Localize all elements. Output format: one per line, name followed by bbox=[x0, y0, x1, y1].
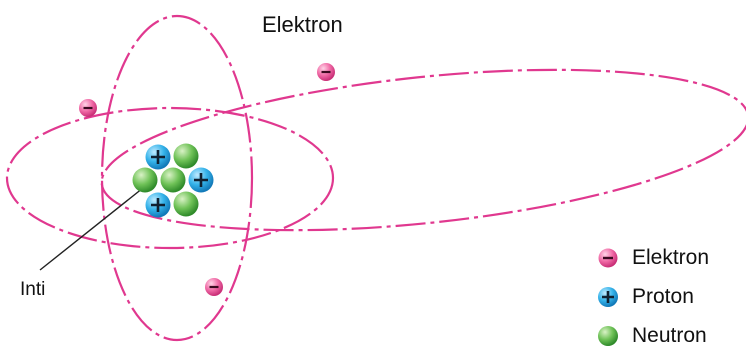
legend-label: Elektron bbox=[632, 246, 710, 269]
electron bbox=[205, 278, 223, 296]
core-pointer-line bbox=[39, 183, 149, 271]
electron bbox=[79, 99, 97, 117]
legend-item-proton: Proton bbox=[597, 284, 694, 310]
electron-label: Elektron bbox=[262, 12, 343, 37]
proton bbox=[188, 167, 214, 193]
proton bbox=[145, 192, 171, 218]
plus-icon bbox=[598, 287, 618, 307]
nucleus bbox=[132, 143, 214, 218]
legend-item-electron: Elektron bbox=[597, 245, 709, 271]
orbit-vertical bbox=[100, 14, 254, 342]
proton bbox=[145, 144, 171, 170]
orbit-horizontal bbox=[5, 106, 335, 250]
core-label: Inti bbox=[20, 279, 46, 300]
neutron bbox=[173, 143, 199, 169]
sphere-icon bbox=[598, 326, 618, 346]
electron bbox=[317, 63, 335, 81]
legend-label: Proton bbox=[632, 285, 694, 308]
neutron bbox=[173, 191, 199, 217]
orbit-long bbox=[100, 68, 746, 232]
neutron bbox=[160, 167, 186, 193]
legend-label: Neutron bbox=[632, 324, 707, 347]
minus-icon bbox=[598, 248, 618, 268]
neutron bbox=[132, 167, 158, 193]
legend-item-neutron: Neutron bbox=[597, 323, 707, 349]
